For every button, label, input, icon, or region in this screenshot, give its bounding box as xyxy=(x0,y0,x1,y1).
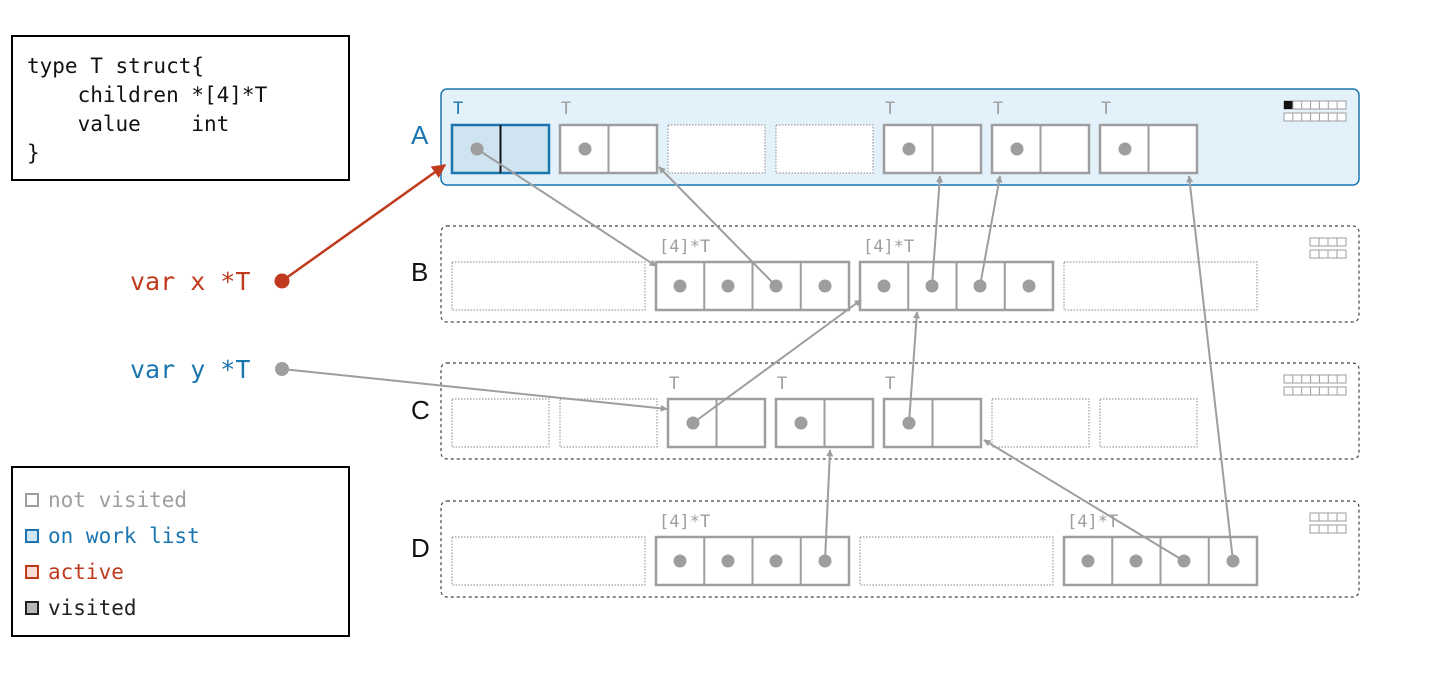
span-label-c: C xyxy=(411,395,430,425)
free-slot xyxy=(859,536,1054,586)
pointer-arrow xyxy=(983,439,1185,562)
root-var-x: var x *T xyxy=(130,267,290,296)
type-label: T xyxy=(1101,99,1111,119)
struct-definition-box: type T struct{ children *[4]*T value int… xyxy=(11,35,350,181)
bitmap-icon xyxy=(1309,237,1347,259)
legend-label: visited xyxy=(48,596,137,620)
pointer-arrow xyxy=(979,175,1003,287)
object-a0 xyxy=(450,123,551,175)
type-label: [4]*T xyxy=(1067,512,1118,532)
span-label-a: A xyxy=(411,120,429,150)
object-c3 xyxy=(774,397,875,449)
type-label: T xyxy=(885,99,895,119)
span-b: B [4]*T [4]*T xyxy=(411,225,1360,323)
var-x-label: var x *T xyxy=(130,267,250,296)
object-a1 xyxy=(558,123,659,175)
active-pointer-arrow xyxy=(281,163,447,283)
pointer-arrow xyxy=(824,449,834,562)
var-y-label: var y *T xyxy=(130,355,250,384)
bitmap-icon xyxy=(1309,512,1347,534)
legend-item-active: active xyxy=(25,554,348,590)
object-a4 xyxy=(882,123,983,175)
legend-label: not visited xyxy=(48,488,188,512)
pointer-arrow xyxy=(931,175,944,287)
free-slot xyxy=(1099,398,1198,448)
span-d: D [4]*T [4]*T xyxy=(411,500,1360,598)
code-line: value int xyxy=(27,112,230,136)
type-label: T xyxy=(669,374,679,394)
object-a5 xyxy=(990,123,1091,175)
free-slot xyxy=(775,124,874,174)
pointer-arrow xyxy=(476,148,657,267)
legend-label: active xyxy=(48,560,124,584)
type-label: [4]*T xyxy=(659,237,710,257)
pointer-arrows xyxy=(281,148,1234,562)
code-line: type T struct{ xyxy=(27,54,205,78)
object-c4 xyxy=(882,397,983,449)
bitmap-icon xyxy=(1283,374,1347,396)
type-label: T xyxy=(561,99,571,119)
free-slot xyxy=(451,398,550,448)
type-label: [4]*T xyxy=(659,512,710,532)
square-icon xyxy=(25,565,39,579)
pointer-arrow xyxy=(658,166,777,287)
root-var-y: var y *T xyxy=(130,355,289,384)
object-d1 xyxy=(654,535,851,587)
square-icon xyxy=(25,493,39,507)
object-b2 xyxy=(858,260,1055,312)
free-slot xyxy=(991,398,1090,448)
free-slot xyxy=(451,536,646,586)
type-label: T xyxy=(453,99,463,119)
object-d3 xyxy=(1062,535,1259,587)
type-label: T xyxy=(777,374,787,394)
free-slot xyxy=(451,261,646,311)
square-icon xyxy=(25,601,39,615)
pointer-arrow xyxy=(908,311,921,424)
legend-item-not-visited: not visited xyxy=(25,482,348,518)
pointer-arrow xyxy=(692,299,862,424)
free-slot xyxy=(1063,261,1258,311)
span-label-b: B xyxy=(411,257,428,287)
type-label: T xyxy=(885,374,895,394)
code-line: } xyxy=(27,141,40,165)
type-label: T xyxy=(993,99,1003,119)
square-icon xyxy=(25,529,39,543)
legend-item-visited: visited xyxy=(25,590,348,626)
legend-box: not visited on work list active visited xyxy=(11,466,350,637)
span-c: C T T T xyxy=(411,362,1360,460)
bitmap-icon xyxy=(1283,100,1347,122)
legend-label: on work list xyxy=(48,524,200,548)
pointer-arrow xyxy=(1186,175,1234,562)
free-slot xyxy=(667,124,766,174)
type-label: [4]*T xyxy=(863,237,914,257)
object-a6 xyxy=(1098,123,1199,175)
span-label-d: D xyxy=(411,533,430,563)
legend-item-on-work-list: on work list xyxy=(25,518,348,554)
object-b1 xyxy=(654,260,851,312)
code-line: children *[4]*T xyxy=(27,83,268,107)
span-a: A T T T T T xyxy=(411,88,1360,186)
pointer-arrow xyxy=(281,368,668,412)
